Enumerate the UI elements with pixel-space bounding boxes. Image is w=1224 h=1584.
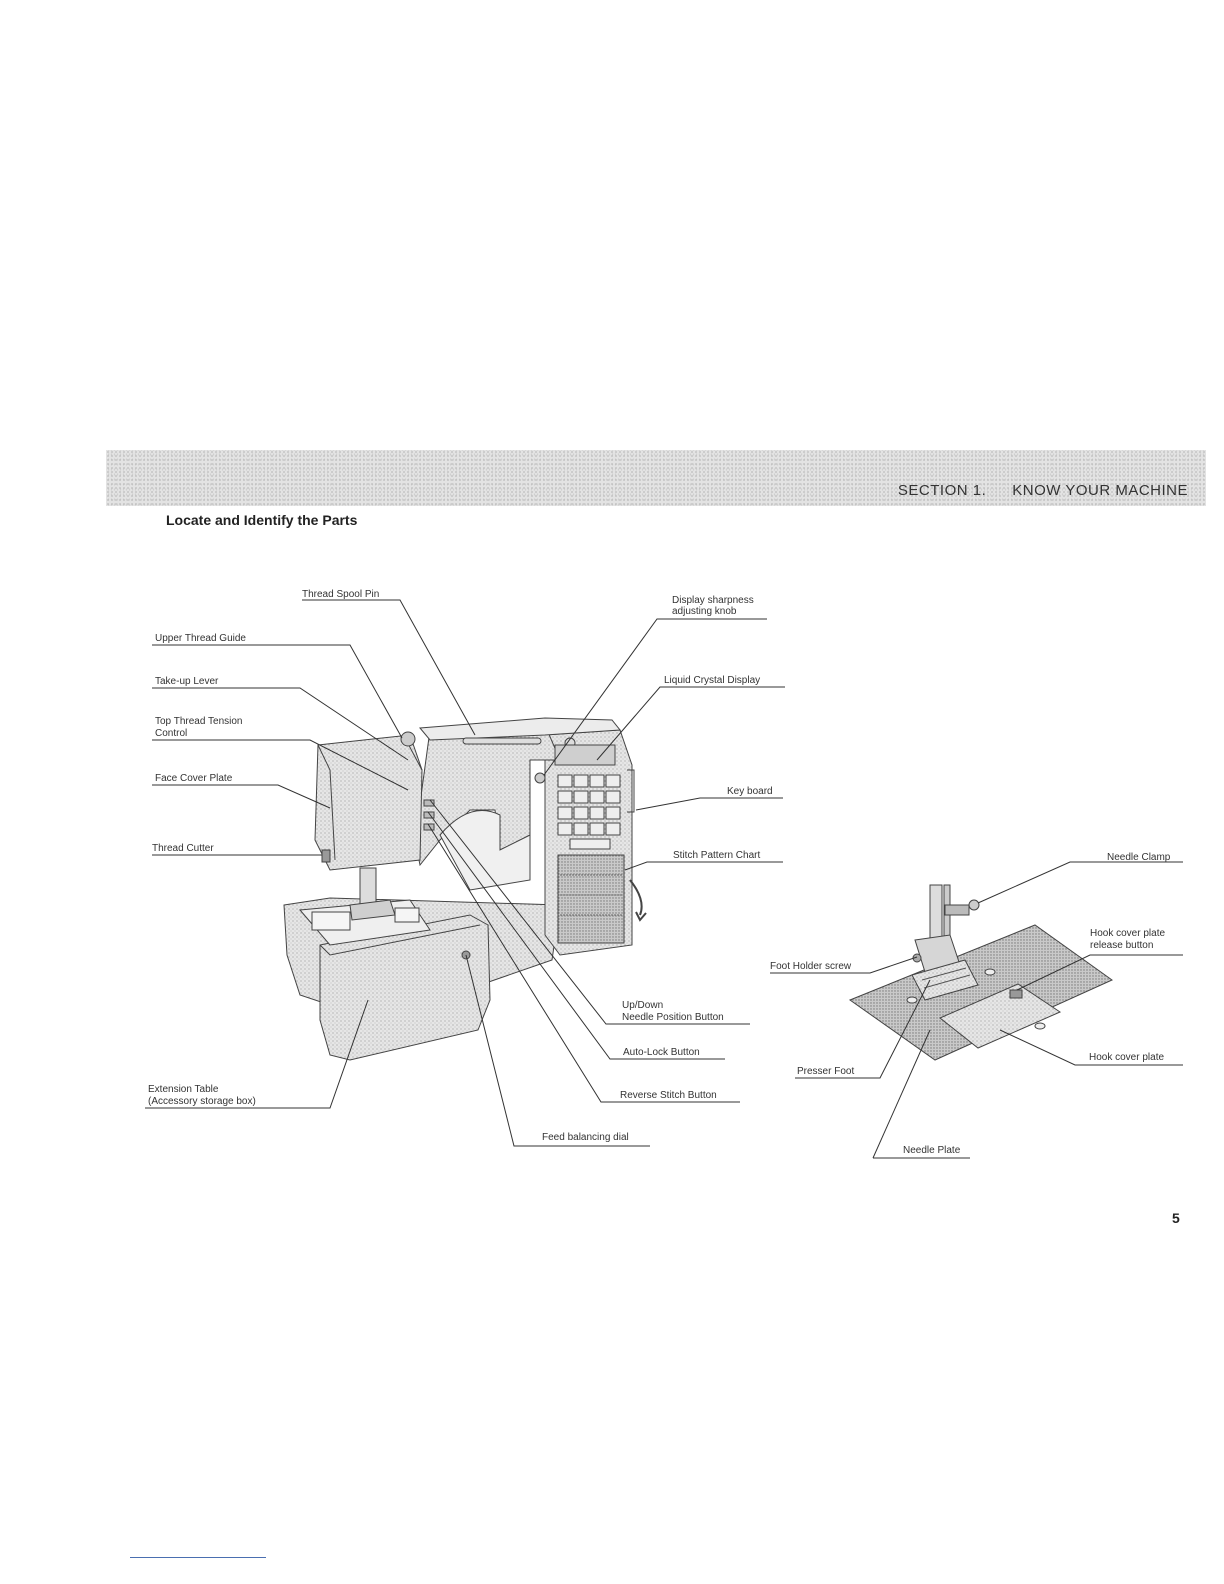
label-top-thread-tension-line1: Top Thread Tension — [155, 716, 242, 727]
hook-cover-plate-shape — [939, 983, 1062, 1049]
presser-foot-shape — [911, 959, 979, 1001]
section-name: KNOW YOUR MACHINE — [1012, 482, 1188, 499]
label-thread-spool-pin: Thread Spool Pin — [302, 589, 379, 600]
presser-foot-detail-illustration — [848, 884, 1113, 1061]
label-reverse-stitch-button: Reverse Stitch Button — [620, 1090, 717, 1101]
label-up-down-line1: Up/Down — [622, 1000, 663, 1011]
label-needle-clamp: Needle Clamp — [1107, 852, 1171, 863]
sewing-machine-illustration — [283, 717, 647, 1061]
extension-table-shape — [319, 914, 491, 1061]
page-heading: Locate and Identify the Parts — [166, 512, 358, 528]
section-header-band — [106, 450, 1206, 506]
label-hook-cover-release-line1: Hook cover plate — [1090, 928, 1165, 939]
label-display-sharpness-line2: adjusting knob — [672, 606, 737, 617]
needle-plate-shape — [848, 924, 1113, 1061]
label-hook-cover-release-line2: release button — [1090, 940, 1153, 951]
machine-leader-lines — [145, 599, 785, 1147]
label-take-up-lever: Take-up Lever — [155, 676, 219, 687]
stitch-chart — [557, 854, 625, 944]
label-face-cover-plate: Face Cover Plate — [155, 773, 233, 784]
label-foot-holder-screw: Foot Holder screw — [770, 961, 852, 972]
label-display-sharpness-line1: Display sharpness — [672, 595, 754, 606]
label-stitch-pattern-chart: Stitch Pattern Chart — [673, 850, 760, 861]
keyboard-grid — [557, 774, 621, 850]
label-presser-foot: Presser Foot — [797, 1066, 854, 1077]
detail-leader-lines — [770, 861, 1183, 1159]
label-extension-table-line1: Extension Table — [148, 1084, 219, 1095]
lcd-panel — [554, 744, 616, 766]
label-up-down-line2: Needle Position Button — [622, 1012, 724, 1023]
label-thread-cutter: Thread Cutter — [152, 843, 214, 854]
label-liquid-crystal-display: Liquid Crystal Display — [664, 675, 760, 686]
label-hook-cover-plate: Hook cover plate — [1089, 1052, 1164, 1063]
label-auto-lock-button: Auto-Lock Button — [623, 1047, 700, 1058]
footer-rule — [130, 1557, 266, 1558]
label-top-thread-tension-line2: Control — [155, 728, 187, 739]
label-feed-balancing-dial: Feed balancing dial — [542, 1132, 629, 1143]
label-upper-thread-guide: Upper Thread Guide — [155, 633, 246, 644]
page-number: 5 — [1172, 1210, 1180, 1226]
section-number: SECTION 1. — [897, 482, 987, 499]
section-title: SECTION 1. KNOW YOUR MACHINE — [898, 482, 1188, 499]
label-extension-table-line2: (Accessory storage box) — [148, 1096, 256, 1107]
label-needle-plate: Needle Plate — [903, 1145, 961, 1156]
label-key-board: Key board — [727, 786, 773, 797]
machine-head — [314, 734, 423, 871]
